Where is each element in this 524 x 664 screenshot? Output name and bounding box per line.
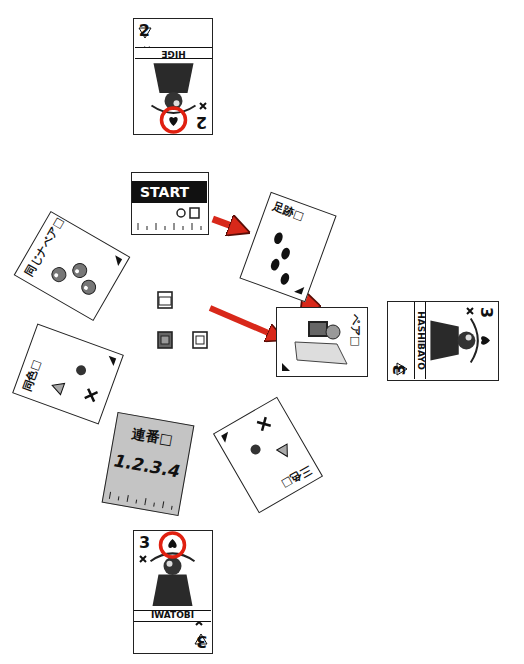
rule-card: 同じナベア□	[14, 211, 131, 321]
rule-card: 三色□	[213, 397, 323, 514]
pointer-arrow	[210, 308, 280, 338]
card-title: START	[132, 181, 207, 203]
rule-card: 同色□	[12, 323, 124, 424]
rule-card-gray: 連番□1.2.3.4	[102, 412, 195, 516]
rule-card: START	[131, 172, 209, 235]
highlight-circle	[162, 108, 186, 132]
card-illustration	[216, 399, 322, 512]
token-squares	[158, 292, 207, 348]
card-title: 連番□	[114, 423, 191, 451]
character-card: 3 HASHIBAYO 3	[387, 301, 499, 381]
card-title: ペア□	[349, 314, 361, 346]
card-number: 3	[196, 632, 207, 650]
card-title: HASHIBAYO	[414, 302, 426, 379]
card-number: 3	[139, 534, 150, 552]
card-title: IWATOBI	[134, 610, 211, 622]
card-title: HIGE	[135, 47, 212, 59]
card-title: 三色□	[279, 463, 313, 490]
card-title: 同色□	[21, 358, 43, 393]
character-card: 2HIGE2	[133, 18, 213, 135]
card-title: 1.2.3.4	[109, 451, 186, 482]
card-number: 3	[477, 307, 495, 318]
card-title: 足跡□	[271, 201, 306, 223]
flow-arrow	[213, 219, 244, 231]
rule-card: 足跡□	[239, 192, 336, 302]
card-number: 3	[391, 364, 409, 375]
card-number: 2	[139, 22, 150, 40]
character-card: 3IWATOBI3	[133, 530, 213, 654]
rule-card: ペア□	[276, 307, 368, 377]
card-number: 2	[196, 113, 207, 131]
highlight-circle	[161, 533, 185, 557]
